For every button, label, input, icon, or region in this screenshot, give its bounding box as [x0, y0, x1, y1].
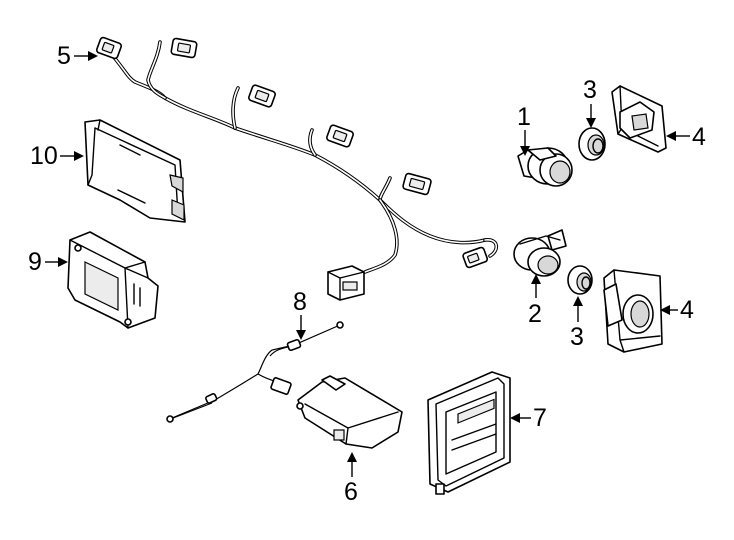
wiring-harness	[95, 36, 499, 301]
svg-text:5: 5	[57, 42, 71, 70]
svg-text:2: 2	[528, 300, 542, 328]
svg-text:10: 10	[30, 142, 58, 170]
harness-connector	[402, 172, 432, 196]
sensor-holder	[603, 269, 663, 353]
svg-text:8: 8	[293, 288, 307, 316]
parking-sensor	[513, 229, 567, 277]
svg-text:6: 6	[344, 478, 358, 506]
callout-4-upper: 4	[666, 123, 706, 151]
callout-3-upper: 3	[583, 76, 597, 128]
svg-text:7: 7	[533, 404, 547, 432]
sensor-holder	[611, 85, 667, 153]
parking-sensor	[517, 147, 573, 187]
harness-box-connector	[327, 265, 365, 301]
callout-5: 5	[57, 42, 98, 70]
callout-10: 10	[30, 142, 84, 170]
harness-connector	[170, 37, 198, 59]
harness-connector	[326, 124, 354, 148]
callout-7: 7	[510, 404, 547, 432]
sensor-retaining-ring	[567, 265, 593, 295]
mounting-bracket	[84, 119, 186, 223]
callout-9: 9	[28, 248, 68, 276]
harness-connector	[95, 36, 123, 60]
control-module	[67, 231, 159, 329]
callout-6: 6	[344, 452, 358, 506]
svg-text:4: 4	[680, 296, 694, 324]
callout-4-lower: 4	[660, 296, 694, 324]
svg-text:3: 3	[570, 323, 584, 351]
svg-text:3: 3	[583, 76, 597, 104]
sensor-retaining-ring	[578, 127, 606, 161]
harness-connector	[248, 84, 276, 108]
callout-1: 1	[517, 103, 531, 156]
sensor-wiring-lead	[166, 321, 344, 423]
callout-2: 2	[528, 274, 542, 328]
svg-text:1: 1	[517, 103, 531, 131]
callout-8: 8	[293, 288, 307, 340]
svg-text:9: 9	[28, 248, 42, 276]
electronic-control-module	[427, 371, 511, 495]
harness-connector	[462, 246, 489, 269]
svg-text:4: 4	[692, 123, 706, 151]
sensor-control-unit	[296, 375, 403, 449]
callout-3-lower: 3	[570, 296, 584, 351]
